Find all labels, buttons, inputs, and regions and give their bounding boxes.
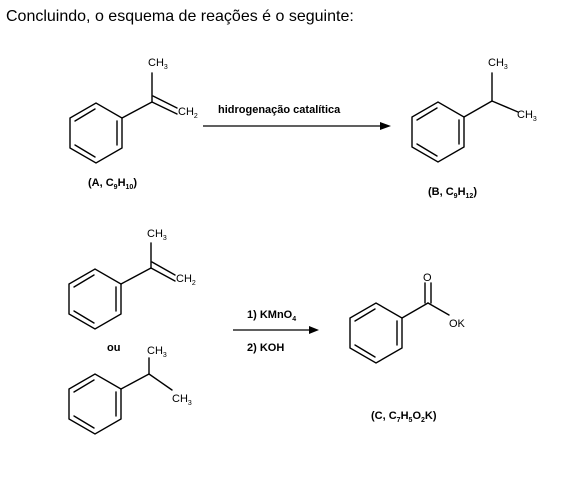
compound-a-structure: CH3 CH2 (A, C9H10): [69, 57, 198, 191]
benzene-inner-bonds-alkane: [73, 379, 117, 429]
hydrogenation-label: hidrogenação catalítica: [218, 104, 341, 116]
methyl-right-bond-alkane: [148, 373, 173, 391]
compound-c-structure: O OK (C, C7H5O2K): [349, 272, 466, 424]
potassium-carboxylate: OK: [449, 318, 466, 330]
carbonyl-double-bond: [424, 282, 432, 304]
benzene-ring-c: [349, 302, 403, 364]
benzene-ring-alkane: [68, 373, 122, 435]
methylene-group-a: CH2: [178, 106, 198, 120]
reactant-alkene-structure: CH3 CH2: [68, 228, 196, 330]
double-bond-alkene: [150, 261, 176, 282]
benzene-ring-b: [411, 101, 465, 163]
compound-b-label: (B, C9H12): [428, 186, 477, 200]
benzene-inner-bonds-a: [74, 108, 118, 158]
ring-to-vinyl-bond-alkene: [120, 267, 152, 285]
methyl-right-alkane: CH3: [172, 393, 192, 407]
methyl-top-alkane: CH3: [147, 345, 167, 359]
double-bond-a: [151, 95, 178, 115]
methyl-right-b: CH3: [517, 109, 537, 123]
step1-label: 1) KMnO4: [247, 309, 296, 323]
compound-c-label: (C, C7H5O2K): [371, 410, 437, 424]
carboxylate-single-bond: [427, 302, 450, 316]
ring-to-vinyl-bond-a: [121, 101, 153, 119]
methyl-group-a: CH3: [148, 57, 168, 71]
compound-a-label: (A, C9H10): [88, 177, 137, 191]
carbonyl-oxygen: O: [423, 272, 432, 284]
ring-to-ch-bond-alkane: [120, 373, 150, 390]
methyl-group-alkene: CH3: [147, 228, 167, 242]
hydrogenation-arrow: hidrogenação catalítica: [203, 104, 391, 130]
methyl-top-b: CH3: [488, 57, 508, 71]
arrowhead-2: [309, 326, 319, 334]
benzene-inner-bonds-alkene: [73, 274, 117, 324]
compound-b-structure: CH3 CH3 (B, C9H12): [411, 57, 537, 200]
benzene-inner-bonds-c: [354, 308, 398, 358]
ring-to-ch-bond-b: [463, 100, 493, 118]
benzene-ring-alkene: [68, 268, 122, 330]
arrowhead-1: [380, 122, 391, 130]
step2-label: 2) KOH: [247, 342, 284, 354]
benzene-inner-bonds-b: [416, 107, 460, 157]
heading-text: Concluindo, o esquema de reações é o seg…: [6, 8, 354, 25]
methyl-right-bond-b: [491, 100, 519, 113]
ring-to-carboxyl-bond: [401, 302, 429, 319]
or-label: ou: [107, 342, 120, 354]
benzene-ring-a: [69, 102, 123, 164]
oxidation-arrow: 1) KMnO4 2) KOH: [233, 309, 319, 354]
methylene-group-alkene: CH2: [176, 273, 196, 287]
reactant-alkane-structure: CH3 CH3: [68, 345, 192, 435]
